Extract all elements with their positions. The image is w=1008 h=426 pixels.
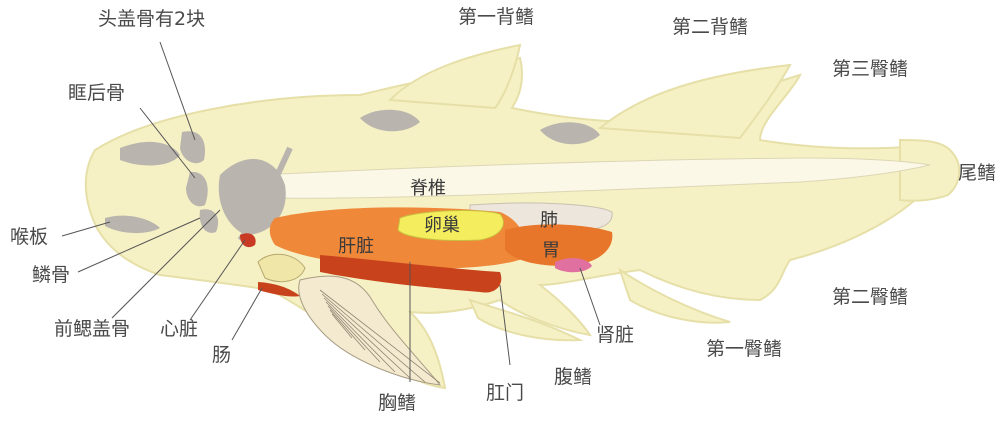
label-third-anal-fin: 第三臀鳍: [832, 58, 908, 80]
label-caudal-fin: 尾鳍: [958, 162, 996, 184]
label-spine: 脊椎: [410, 178, 446, 200]
label-liver: 肝脏: [338, 236, 374, 258]
label-first-anal-fin: 第一臀鳍: [706, 338, 782, 360]
label-stomach: 胃: [542, 240, 560, 262]
label-heart: 心脏: [160, 318, 198, 340]
label-kidney: 肾脏: [596, 324, 634, 346]
label-first-dorsal-fin: 第一背鳍: [458, 6, 534, 28]
label-anus: 肛门: [486, 382, 524, 404]
label-intestine: 肠: [212, 344, 231, 366]
label-second-dorsal-fin: 第二背鳍: [672, 16, 748, 38]
label-pectoral-fin: 胸鳍: [378, 392, 416, 414]
caudal-fin-shape: [900, 140, 959, 201]
label-second-anal-fin: 第二臀鳍: [832, 286, 908, 308]
label-ovary: 卵巢: [424, 215, 460, 237]
label-preopercular: 前鳃盖骨: [54, 318, 130, 340]
first-dorsal-fin: [390, 45, 520, 108]
label-gill-plate: 喉板: [10, 226, 48, 248]
label-pelvic-fin: 腹鳍: [554, 366, 592, 388]
label-lung: 肺: [540, 210, 558, 232]
label-postorbital: 眶后骨: [68, 82, 125, 104]
label-skull-bones: 头盖骨有2块: [98, 8, 205, 30]
label-squamosal: 鳞骨: [32, 264, 70, 286]
